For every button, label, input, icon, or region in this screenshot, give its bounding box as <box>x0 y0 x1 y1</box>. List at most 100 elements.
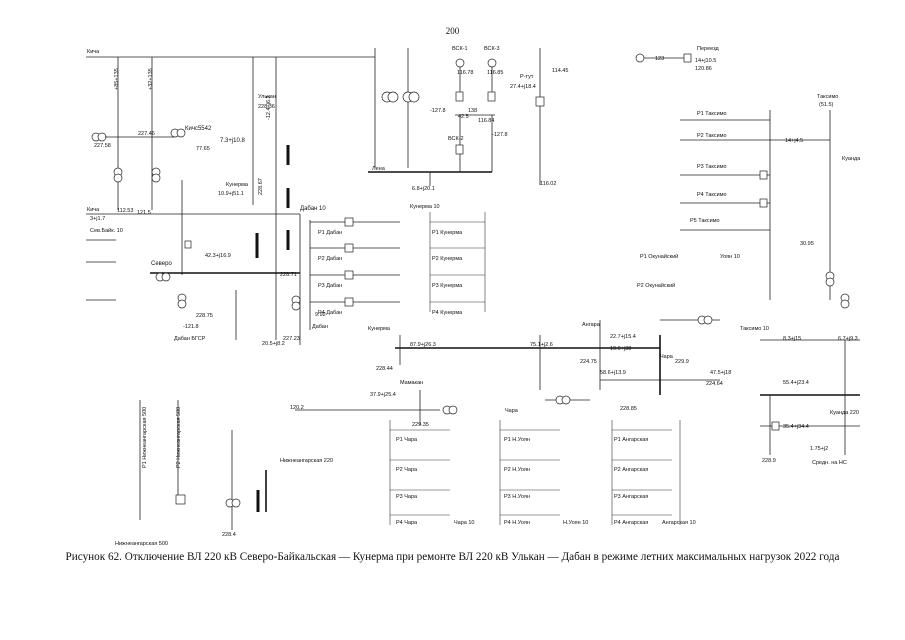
label: Р2 Нижнеангарская 500 <box>176 407 182 468</box>
label: Р4 Н.Уоян <box>504 520 530 526</box>
label: 228.36 <box>258 104 275 110</box>
breaker-icon <box>771 421 780 431</box>
label: 224.75 <box>580 359 597 365</box>
transformer-icon <box>408 91 420 103</box>
label: Дабан <box>312 324 328 330</box>
label: 123 <box>655 56 664 62</box>
label: Чара 10 <box>454 520 475 526</box>
label: 228.75 <box>196 313 213 319</box>
label: 229.9 <box>675 359 689 365</box>
label: Средн. на НС <box>812 460 847 466</box>
label: Р1 Кунерма <box>432 230 463 236</box>
breaker-icon <box>455 144 464 155</box>
label: 116.02 <box>540 181 556 187</box>
centre-top-section <box>368 48 692 186</box>
label: 138 <box>468 108 477 114</box>
diagram-labels: Кича Кича +85+135 +32+135 227.58 227.46 … <box>87 46 861 547</box>
label: 228.67 <box>258 178 264 195</box>
label: 224.64 <box>706 381 723 387</box>
breaker-icon <box>759 198 768 208</box>
label: Кича <box>87 49 100 55</box>
label: Кунерма <box>226 182 249 188</box>
generator-icon <box>487 58 497 68</box>
label: 1.75+j2 <box>810 446 828 452</box>
label: Уоян 10 <box>720 254 740 260</box>
label: Р4 Кунерма <box>432 310 463 316</box>
label: Р3 Ангарская <box>614 494 648 500</box>
breaker-icon <box>344 217 354 227</box>
label: Р1 Окунайский <box>640 253 678 260</box>
label: Р5 Таксимо <box>690 218 720 224</box>
label: Кичс5542 <box>185 126 212 132</box>
reactor-icon <box>448 405 458 415</box>
label: Р2 Кунерма <box>432 256 463 262</box>
label: Кича <box>87 207 100 213</box>
label: Ангара <box>582 322 601 328</box>
label: 77.65 <box>196 146 210 152</box>
label: -12.4+j6.2 <box>266 95 272 120</box>
reactor-icon <box>561 395 571 405</box>
label: Северо <box>151 261 172 267</box>
label: 19.6+j38 <box>610 346 631 352</box>
label: Р1 Таксимо <box>697 111 727 117</box>
label: 14+j10.5 <box>695 58 716 64</box>
label: +32+135 <box>148 68 154 90</box>
transformer-icon <box>825 277 835 287</box>
label: 116.84 <box>478 118 494 124</box>
label: Сев.Байк. 10 <box>90 227 123 234</box>
transformer-icon <box>291 301 301 311</box>
label: Таксимо <box>817 94 838 100</box>
label: ВСК-2 <box>448 136 464 142</box>
label: Р3 Дабан <box>318 283 342 289</box>
label: Н.Уоян 10 <box>563 520 588 526</box>
right-section <box>680 110 860 455</box>
transformer-icon <box>176 128 186 138</box>
label: 120.86 <box>695 66 712 72</box>
label: Р3 Н.Уоян <box>504 494 530 500</box>
breaker-icon <box>175 494 186 505</box>
label: 22.7+j15.4 <box>610 334 636 340</box>
transformer-icon <box>840 299 850 309</box>
label: Р2 Чара <box>396 467 418 473</box>
figure-caption: Рисунок 62. Отключение ВЛ 220 кВ Северо-… <box>65 551 840 563</box>
breaker-icon <box>344 270 354 280</box>
label: Куанда 220 <box>830 410 859 416</box>
label: Р2 Н.Уоян <box>504 467 530 473</box>
label: Дабан 10 <box>300 206 326 212</box>
breaker-icon <box>184 240 192 249</box>
label: (51.5) <box>819 102 834 108</box>
label: 227.46 <box>138 131 155 137</box>
label: Нижнеангарская 500 <box>115 541 168 547</box>
label: 35.4+j34.4 <box>783 424 809 430</box>
label: 6.7+j9.3 <box>838 336 858 342</box>
bottom-groups <box>139 400 681 530</box>
transformer-icon <box>231 498 241 508</box>
label: Р3 Чара <box>396 494 418 500</box>
label: 121.5 <box>137 210 151 216</box>
label: Ангарская 10 <box>662 520 696 526</box>
generator-icon <box>635 53 645 63</box>
breaker-icon <box>455 91 464 102</box>
label: Р1 Чара <box>396 437 418 443</box>
label: Р2 Окунайский <box>637 282 675 289</box>
label: Лена <box>372 166 386 172</box>
label: 27.4+j18.4 <box>510 84 536 90</box>
label: 42.5 <box>458 114 469 120</box>
label: 10.9+j51.1 <box>218 191 244 197</box>
label: 229.35 <box>412 422 429 428</box>
label: Р4 Дабан <box>318 310 342 316</box>
label: 228.9 <box>762 458 776 464</box>
label: 9.92 <box>315 312 326 318</box>
label: Р1 Н.Уоян <box>504 437 530 443</box>
transformer-icon <box>113 173 123 183</box>
label: Р2 Дабан <box>318 256 342 262</box>
breaker-icon <box>344 297 354 307</box>
label: Р1 Ангарская <box>614 437 648 443</box>
daban-kunerma-groups <box>309 212 486 330</box>
label: 227.23 <box>283 336 300 342</box>
label: Переезд <box>697 46 719 52</box>
breaker-icon <box>759 170 768 180</box>
label: 116.78 <box>457 70 473 76</box>
label: 3+j1.7 <box>90 216 105 222</box>
